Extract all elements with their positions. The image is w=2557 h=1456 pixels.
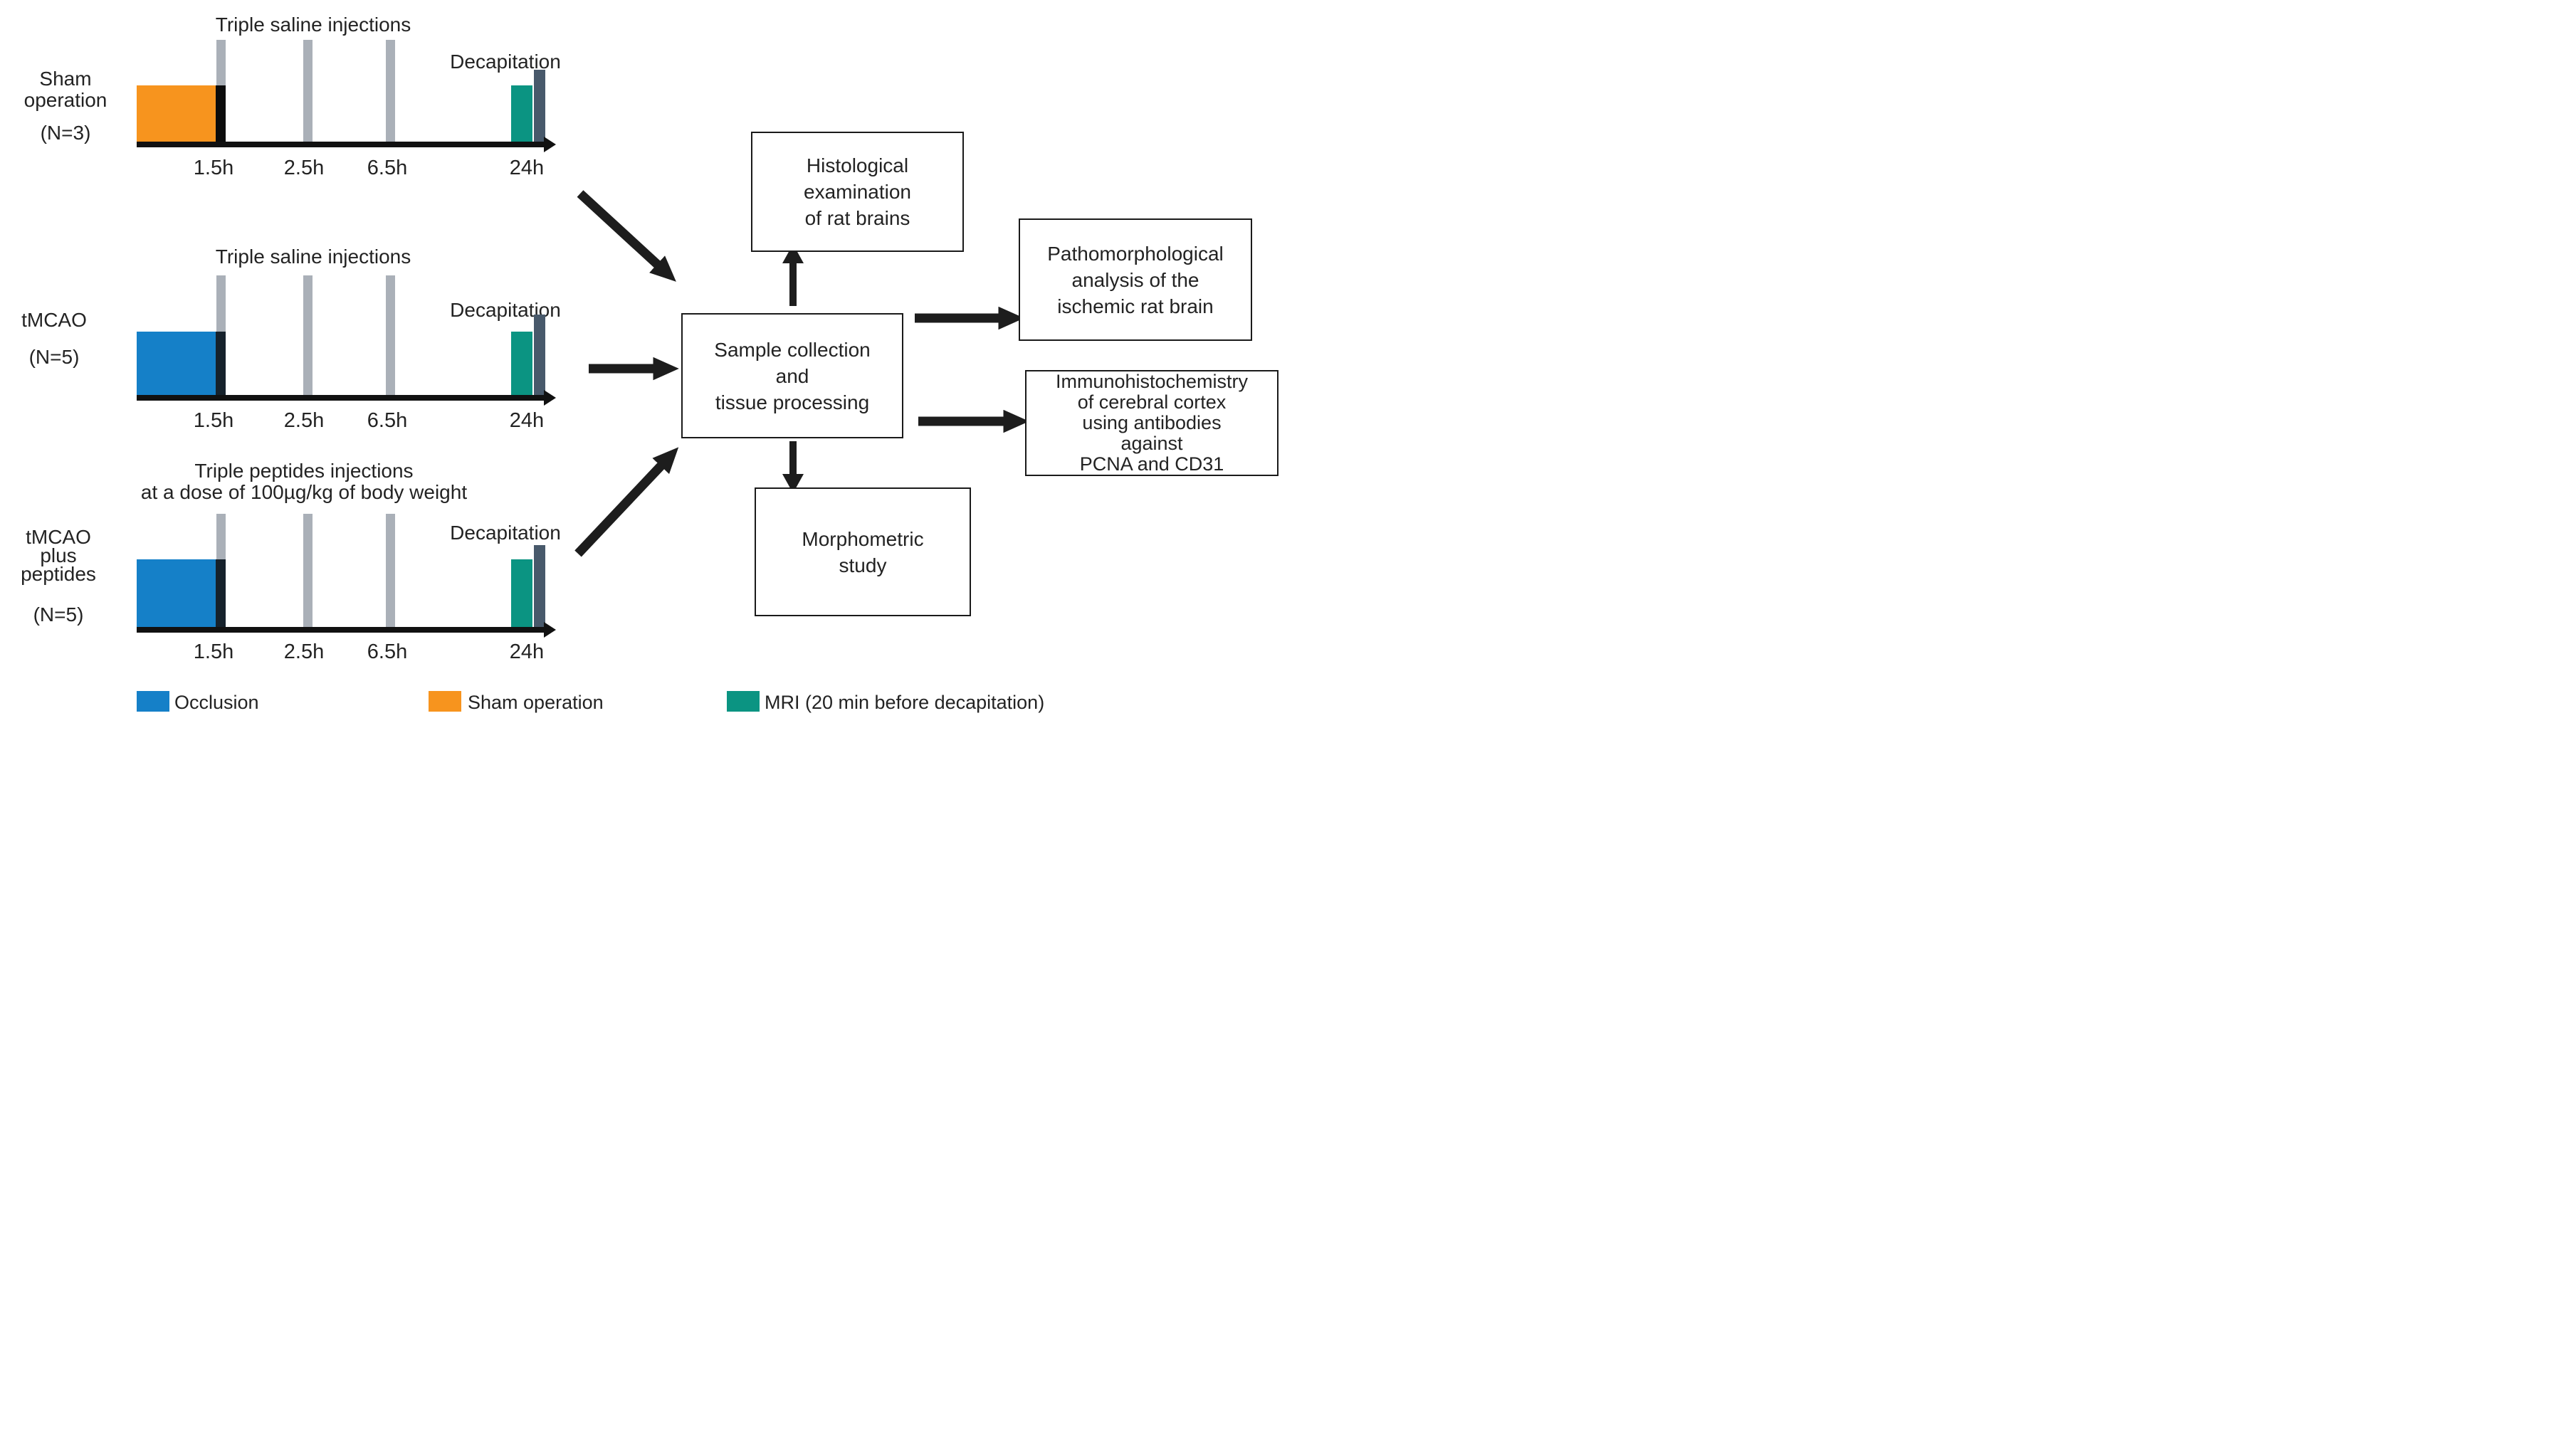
decapitation-bar bbox=[534, 545, 545, 631]
tick-label: 2.5h bbox=[283, 409, 325, 432]
occlusion-swatch bbox=[137, 691, 169, 712]
time-axis-arrowhead bbox=[544, 622, 556, 638]
injection-bar-1 bbox=[216, 40, 226, 85]
occlusion-end-marker bbox=[216, 559, 226, 630]
mri-bar bbox=[511, 85, 532, 144]
sample-size-label: (N=5) bbox=[28, 346, 80, 368]
tick-label: 2.5h bbox=[283, 640, 325, 663]
decapitation-label: Decapitation bbox=[450, 51, 561, 73]
time-axis bbox=[137, 395, 544, 401]
occlusion-end-marker bbox=[216, 332, 226, 398]
group-label: tMCAO bbox=[21, 309, 87, 331]
tick-label: 6.5h bbox=[367, 640, 408, 663]
decapitation-bar bbox=[534, 315, 545, 399]
tick-label: 24h bbox=[509, 409, 545, 432]
study-design-figure: Triple saline injections Sham operation … bbox=[0, 0, 1278, 728]
histology-box: Histological examination of rat brains bbox=[751, 132, 964, 252]
occlusion-bar bbox=[137, 332, 216, 395]
sham-operation-bar bbox=[137, 85, 216, 142]
arrow-peptides-to-sample bbox=[574, 447, 679, 557]
injection-bar-3 bbox=[386, 40, 395, 142]
operation-end-marker bbox=[216, 85, 226, 144]
immunohistochemistry-box: Immunohistochemistry of cerebral cortex … bbox=[1025, 370, 1278, 476]
occlusion-bar bbox=[137, 559, 216, 627]
timeline-title: Triple saline injections bbox=[215, 246, 411, 268]
tick-label: 1.5h bbox=[193, 409, 234, 432]
arrow-sham-to-sample bbox=[577, 190, 676, 282]
mri-swatch bbox=[727, 691, 760, 712]
flow-arrows bbox=[574, 190, 1029, 557]
group-label: tMCAO plus peptides bbox=[21, 526, 96, 585]
pathomorphology-box: Pathomorphological analysis of the ische… bbox=[1019, 218, 1252, 341]
injection-bar-2 bbox=[303, 514, 313, 627]
tick-label: 6.5h bbox=[367, 409, 408, 432]
sample-size-label: (N=3) bbox=[40, 122, 91, 144]
tick-label: 6.5h bbox=[367, 157, 408, 179]
mri-legend-label: MRI (20 min before decapitation) bbox=[765, 692, 1045, 713]
injection-bar-2 bbox=[303, 275, 313, 395]
decapitation-label: Decapitation bbox=[450, 522, 561, 544]
sham-swatch bbox=[429, 691, 461, 712]
injection-bar-2 bbox=[303, 40, 313, 142]
sample-collection-box: Sample collection and tissue processing bbox=[681, 313, 903, 438]
tick-label: 2.5h bbox=[283, 157, 325, 179]
time-axis-arrowhead bbox=[544, 137, 556, 152]
injection-bar-3 bbox=[386, 275, 395, 395]
timeline-title: Triple saline injections bbox=[215, 14, 411, 36]
morphometric-box: Morphometric study bbox=[755, 487, 971, 616]
mri-bar bbox=[511, 332, 532, 398]
injection-bar-1 bbox=[216, 514, 226, 559]
occlusion-legend-label: Occlusion bbox=[174, 692, 259, 713]
sham-legend-label: Sham operation bbox=[468, 692, 604, 713]
injection-bar-1 bbox=[216, 275, 226, 332]
tick-label: 24h bbox=[509, 157, 545, 179]
time-axis bbox=[137, 627, 544, 633]
time-axis-arrowhead bbox=[544, 390, 556, 406]
mri-bar bbox=[511, 559, 532, 630]
time-axis bbox=[137, 142, 544, 147]
tick-label: 1.5h bbox=[193, 640, 234, 663]
group-label: Sham operation bbox=[23, 68, 107, 111]
injection-bar-3 bbox=[386, 514, 395, 627]
timeline-title: Triple peptides injections at a dose of … bbox=[140, 460, 468, 503]
decapitation-bar bbox=[534, 70, 545, 146]
tick-label: 1.5h bbox=[193, 157, 234, 179]
sample-size-label: (N=5) bbox=[33, 603, 84, 626]
tick-label: 24h bbox=[509, 640, 545, 663]
